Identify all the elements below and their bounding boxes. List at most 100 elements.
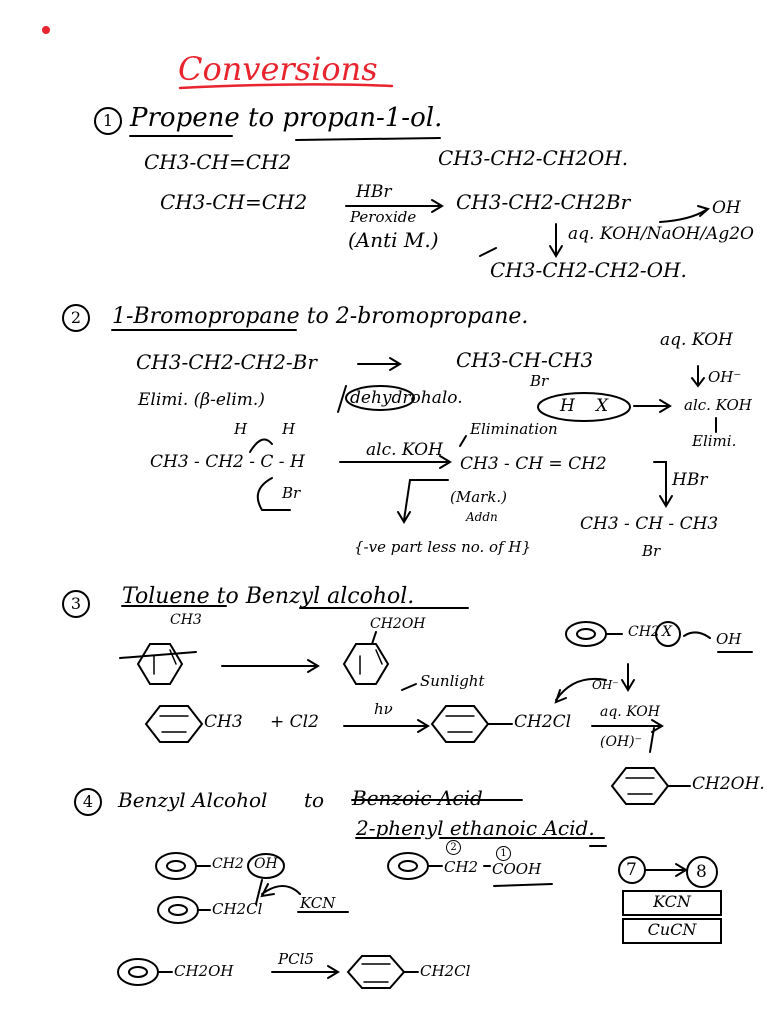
s4-kcn-box: KCN [622, 890, 722, 916]
s2-br-leaving: Br [282, 484, 301, 502]
s2-target: CH3-CH-CH3 [456, 348, 594, 372]
benzene-ring-benzylchloride-b [346, 955, 406, 989]
s4-ch2oh: CH2OH [174, 962, 234, 980]
s4-heading-b: 2-phenyl ethanoic Acid. [356, 816, 595, 840]
s2-curly-br [256, 477, 291, 511]
s3-plus-cl2: + Cl2 [270, 712, 319, 732]
s3-arrow-sunlight [401, 683, 417, 691]
s2-curly-h [249, 438, 273, 453]
s4-arrow-pcl5 [271, 965, 340, 979]
s2-alkene: CH3 - CH = CH2 [460, 454, 607, 474]
s2-arrow-mark [397, 479, 449, 524]
s2-mark: (Mark.) [450, 488, 508, 506]
s3-ch2oh: CH2OH [370, 616, 426, 632]
s4-circle-8 [686, 856, 718, 888]
s4-arrow-oh [255, 879, 263, 905]
s3-sunlight: Sunlight [420, 672, 485, 690]
s1-arrow-hbr [345, 199, 444, 213]
s4-seven: 7 [626, 860, 637, 880]
s1-reactant: CH3-CH=CH2 [160, 190, 308, 214]
s2-start: CH3-CH2-CH2-Br [136, 350, 317, 374]
s1-condition: Peroxide [350, 208, 417, 226]
s3-aqkoh: aq. KOH [600, 704, 660, 720]
s4-ch2cl-b: CH2Cl [420, 962, 471, 980]
page-title: Conversions [178, 50, 378, 88]
s2-chain-left: CH3 - CH2 - C - H [150, 452, 305, 472]
s4-ring-2 [387, 852, 429, 880]
s2-arrow-alckoh [339, 455, 452, 469]
s3-right-x: X [662, 624, 672, 640]
s4-ring-4 [117, 958, 159, 986]
s3-arrow-curl [554, 678, 607, 704]
s4-ch2b: CH2 [444, 858, 479, 876]
s4-oh: OH [254, 856, 278, 872]
s2-hbr: HBr [672, 470, 708, 490]
s2-dehydro-circle [345, 385, 415, 411]
s1-heading-underline [129, 135, 441, 141]
s4-cucn-box: CuCN [622, 918, 722, 944]
benzene-ring-toluene [136, 643, 184, 685]
s2-arrow-hx [633, 399, 672, 413]
benzene-ring-benzylchloride [430, 705, 490, 743]
s3-heading: Toluene to Benzyl alcohol. [122, 584, 415, 609]
benzene-ring-toluene-b [144, 705, 204, 743]
s2-arrow-ohdown [691, 365, 705, 388]
s3-ch3: CH3 [170, 612, 202, 628]
s1-number: 1 [94, 107, 122, 135]
s2-number: 2 [62, 304, 90, 332]
s3-strike [119, 651, 197, 659]
s4-pcl5: PCl5 [278, 950, 314, 968]
s3-right-oh: OH [716, 630, 742, 648]
s2-elimination: Elimination [470, 420, 558, 438]
s2-addn: Addn [466, 510, 498, 524]
s3-x-circle [655, 621, 681, 647]
s4-ring-1 [155, 852, 197, 880]
s2-target-br: Br [530, 372, 549, 390]
s2-oh: OH⁻ [708, 368, 742, 386]
s4-num1: 1 [496, 846, 511, 861]
s4-struck: Benzoic Acid [352, 786, 483, 810]
s4-arrow-kcn [260, 883, 301, 898]
s4-ch2cl: CH2Cl [212, 900, 263, 918]
s2-alckoh-note: alc. KOH [684, 396, 752, 414]
s2-heading: 1-Bromopropane to 2-bromopropane. [112, 304, 529, 329]
s3-right-ch2: CH2 [628, 624, 660, 640]
benzene-ring-right-top [565, 621, 607, 647]
benzene-ring-benzylalcohol [342, 643, 390, 685]
s2-elimi2: Elimi. [692, 432, 737, 450]
s2-hx-ellipse [537, 392, 631, 422]
s3-ch2cl: CH2Cl [514, 712, 572, 732]
s1-hydroxide: OH [712, 198, 741, 218]
s1-target: CH3-CH2-CH2OH. [438, 146, 629, 170]
s1-heading: Propene to propan-1-ol. [130, 103, 443, 133]
s2-h-right: H [282, 420, 296, 438]
s2-rule: {-ve part less no. of H} [354, 538, 532, 556]
s3-number: 3 [62, 590, 90, 618]
s4-num2: 2 [446, 840, 461, 855]
s4-ring-3 [157, 896, 199, 924]
s1-reagent2: aq. KOH/NaOH/Ag2O [568, 224, 754, 244]
s1-arrow-oh [659, 205, 711, 223]
s3-arrow-hv [343, 719, 430, 733]
s1-product: CH3-CH2-CH2-OH. [490, 258, 687, 282]
title-underline [178, 83, 394, 90]
s4-oh-circle [247, 853, 285, 879]
s4-number: 4 [74, 788, 102, 816]
benzene-ring-benzylalcohol-b [610, 767, 670, 805]
s3-arrow-koh [591, 719, 664, 733]
s2-aqkoh: aq. KOH [660, 330, 733, 350]
s3-arrow-ohdown [621, 663, 635, 692]
s4-cooh: COOH [492, 860, 542, 878]
s4-heading-a: Benzyl Alcohol [118, 788, 268, 812]
s1-note: (Anti M.) [348, 228, 439, 252]
s2-h-left: H [234, 420, 248, 438]
s2-product: CH3 - CH - CH3 [580, 514, 719, 534]
s1-reagent-hbr: HBr [356, 182, 392, 202]
s3-hv: hν [374, 700, 393, 718]
s1-intermediate: CH3-CH2-CH2Br [456, 190, 631, 214]
s1-arrow-tick [479, 247, 497, 257]
s3-ohm: (OH)⁻ [600, 734, 642, 750]
s2-arrow-main [357, 357, 402, 371]
s3-arrow-oh [683, 631, 711, 639]
s4-ch2: CH2 [212, 856, 244, 872]
